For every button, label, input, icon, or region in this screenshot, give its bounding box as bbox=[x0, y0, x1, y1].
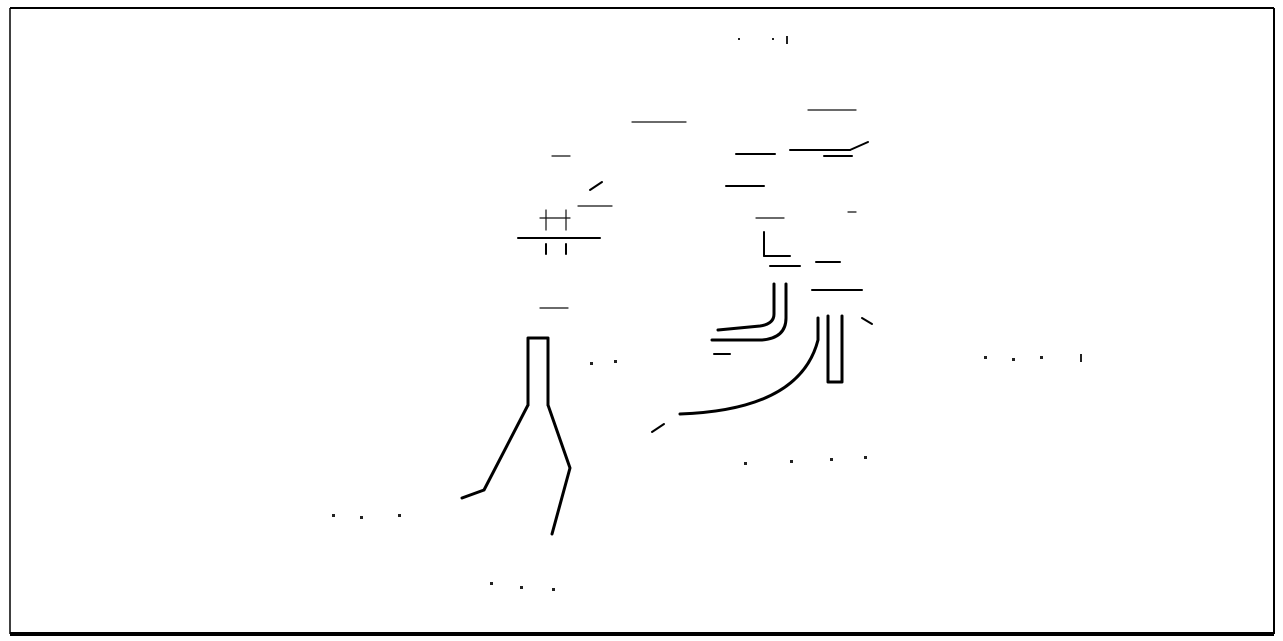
left-tube-assembly bbox=[460, 155, 613, 536]
faint-marks bbox=[332, 36, 1082, 591]
upper-right-assembly bbox=[631, 109, 873, 433]
diagram-frame bbox=[9, 7, 1275, 636]
